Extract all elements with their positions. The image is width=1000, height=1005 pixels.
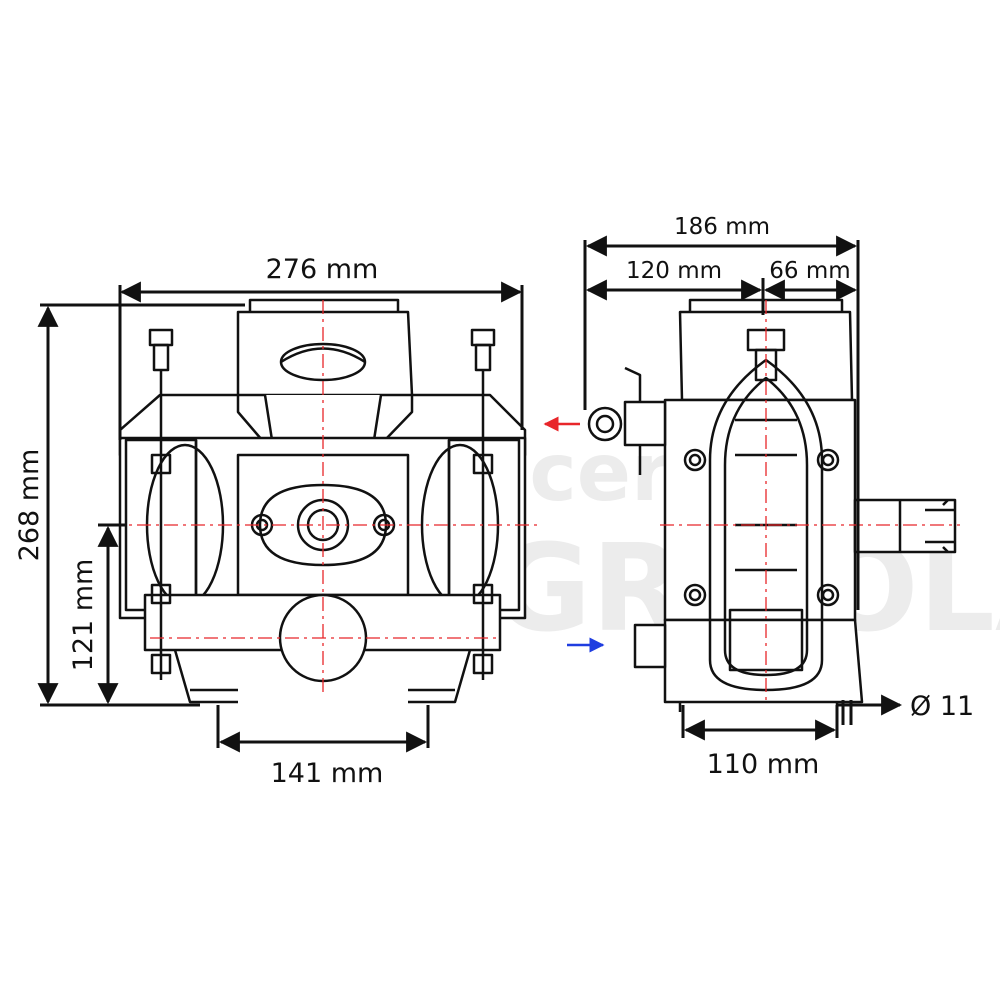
label-overall-width: 276 mm: [266, 254, 379, 285]
side-centerlines: [660, 300, 960, 700]
label-shaft-offset: 66 mm: [769, 258, 850, 284]
label-shaft-height: 121 mm: [68, 559, 99, 672]
front-head: [236, 310, 414, 397]
label-hole-diameter: Ø 11: [910, 691, 974, 722]
side-base: [663, 618, 864, 704]
label-foot-spacing: 141 mm: [271, 758, 384, 789]
side-shaft: [853, 498, 957, 554]
label-body-depth: 120 mm: [626, 258, 722, 284]
label-overall-height: 268 mm: [14, 449, 45, 562]
flow-arrows: [543, 416, 605, 653]
side-outlet-fitting: [623, 400, 667, 447]
front-foot-left: [173, 649, 238, 704]
side-body: [663, 398, 857, 622]
front-dimensions: [37, 281, 524, 753]
label-base-hole-spacing: 110 mm: [707, 749, 820, 780]
front-centerlines: [110, 300, 540, 695]
side-inlet-fitting: [633, 623, 667, 669]
front-foot-right: [408, 649, 472, 704]
label-overall-depth: 186 mm: [674, 214, 770, 240]
side-dimensions: [583, 235, 903, 741]
